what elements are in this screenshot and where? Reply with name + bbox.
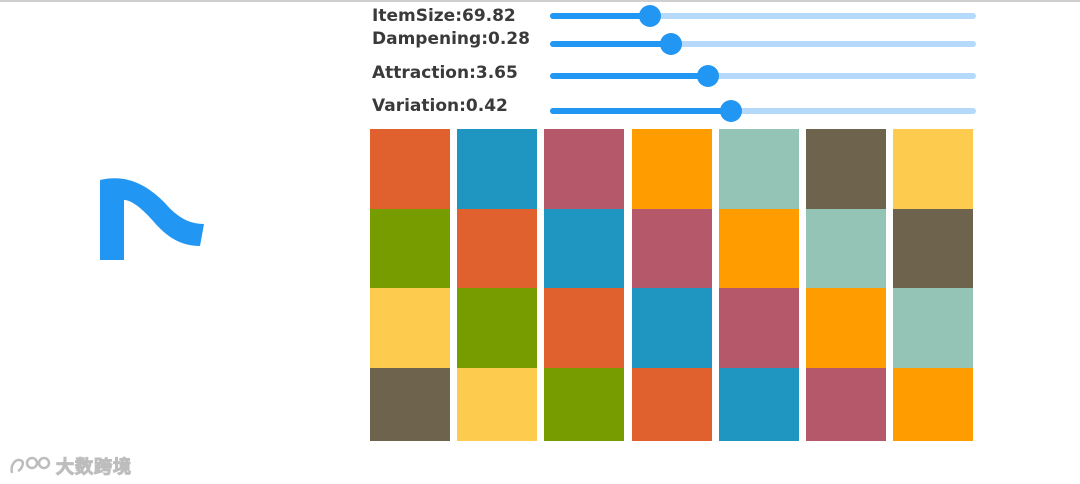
grid-tile[interactable]: [806, 209, 886, 289]
tile-grid: [370, 129, 973, 442]
grid-tile[interactable]: [893, 368, 973, 441]
slider-thumb[interactable]: [720, 100, 743, 122]
slider-track[interactable]: [550, 108, 976, 114]
grid-tile[interactable]: [719, 288, 799, 368]
attraction-control: Attraction:3.65: [372, 61, 978, 88]
grid-tile[interactable]: [370, 368, 450, 441]
dampening-slider[interactable]: [550, 32, 976, 56]
item-size-control: ItemSize:69.82: [372, 4, 978, 28]
slider-thumb[interactable]: [696, 65, 719, 87]
dampening-label: Dampening:0.28: [372, 29, 530, 49]
slider-thumb[interactable]: [660, 33, 683, 55]
grid-tile[interactable]: [457, 129, 537, 209]
grid-tile[interactable]: [632, 209, 712, 289]
slider-thumb[interactable]: [639, 5, 662, 27]
grid-tile[interactable]: [719, 368, 799, 441]
grid-tile[interactable]: [370, 209, 450, 289]
grid-tile[interactable]: [893, 129, 973, 209]
grid-tile[interactable]: [893, 209, 973, 289]
grid-tile[interactable]: [632, 129, 712, 209]
grid-tile[interactable]: [719, 209, 799, 289]
grid-tile[interactable]: [893, 288, 973, 368]
slider-track[interactable]: [550, 73, 976, 79]
slider-track[interactable]: [550, 41, 976, 47]
attraction-label: Attraction:3.65: [372, 63, 518, 83]
dampening-control: Dampening:0.28: [372, 27, 978, 55]
grid-tile[interactable]: [544, 288, 624, 368]
grid-tile[interactable]: [457, 209, 537, 289]
grid-tile[interactable]: [632, 368, 712, 441]
grid-tile[interactable]: [544, 368, 624, 441]
grid-tile[interactable]: [806, 368, 886, 441]
variation-slider[interactable]: [550, 99, 976, 123]
grid-tile[interactable]: [457, 288, 537, 368]
variation-control: Variation:0.42: [372, 94, 978, 122]
grid-tile[interactable]: [806, 129, 886, 209]
grid-tile[interactable]: [457, 368, 537, 441]
grid-tile[interactable]: [719, 129, 799, 209]
item-size-label: ItemSize:69.82: [372, 6, 516, 26]
slider-track[interactable]: [550, 13, 976, 19]
slider-fill: [550, 73, 708, 79]
watermark: 大数跨境: [8, 452, 132, 480]
slider-fill: [550, 13, 651, 19]
watermark-logo-icon: [10, 456, 51, 474]
wave-logo-icon: [100, 178, 204, 260]
attraction-slider[interactable]: [550, 64, 976, 88]
slider-fill: [550, 41, 672, 47]
watermark-text: 大数跨境: [56, 457, 132, 479]
grid-tile[interactable]: [370, 129, 450, 209]
grid-tile[interactable]: [544, 129, 624, 209]
grid-tile[interactable]: [370, 288, 450, 368]
grid-tile[interactable]: [632, 288, 712, 368]
grid-tile[interactable]: [544, 209, 624, 289]
slider-fill: [550, 108, 732, 114]
grid-tile[interactable]: [806, 288, 886, 368]
variation-label: Variation:0.42: [372, 96, 508, 116]
item-size-slider[interactable]: [550, 4, 976, 28]
